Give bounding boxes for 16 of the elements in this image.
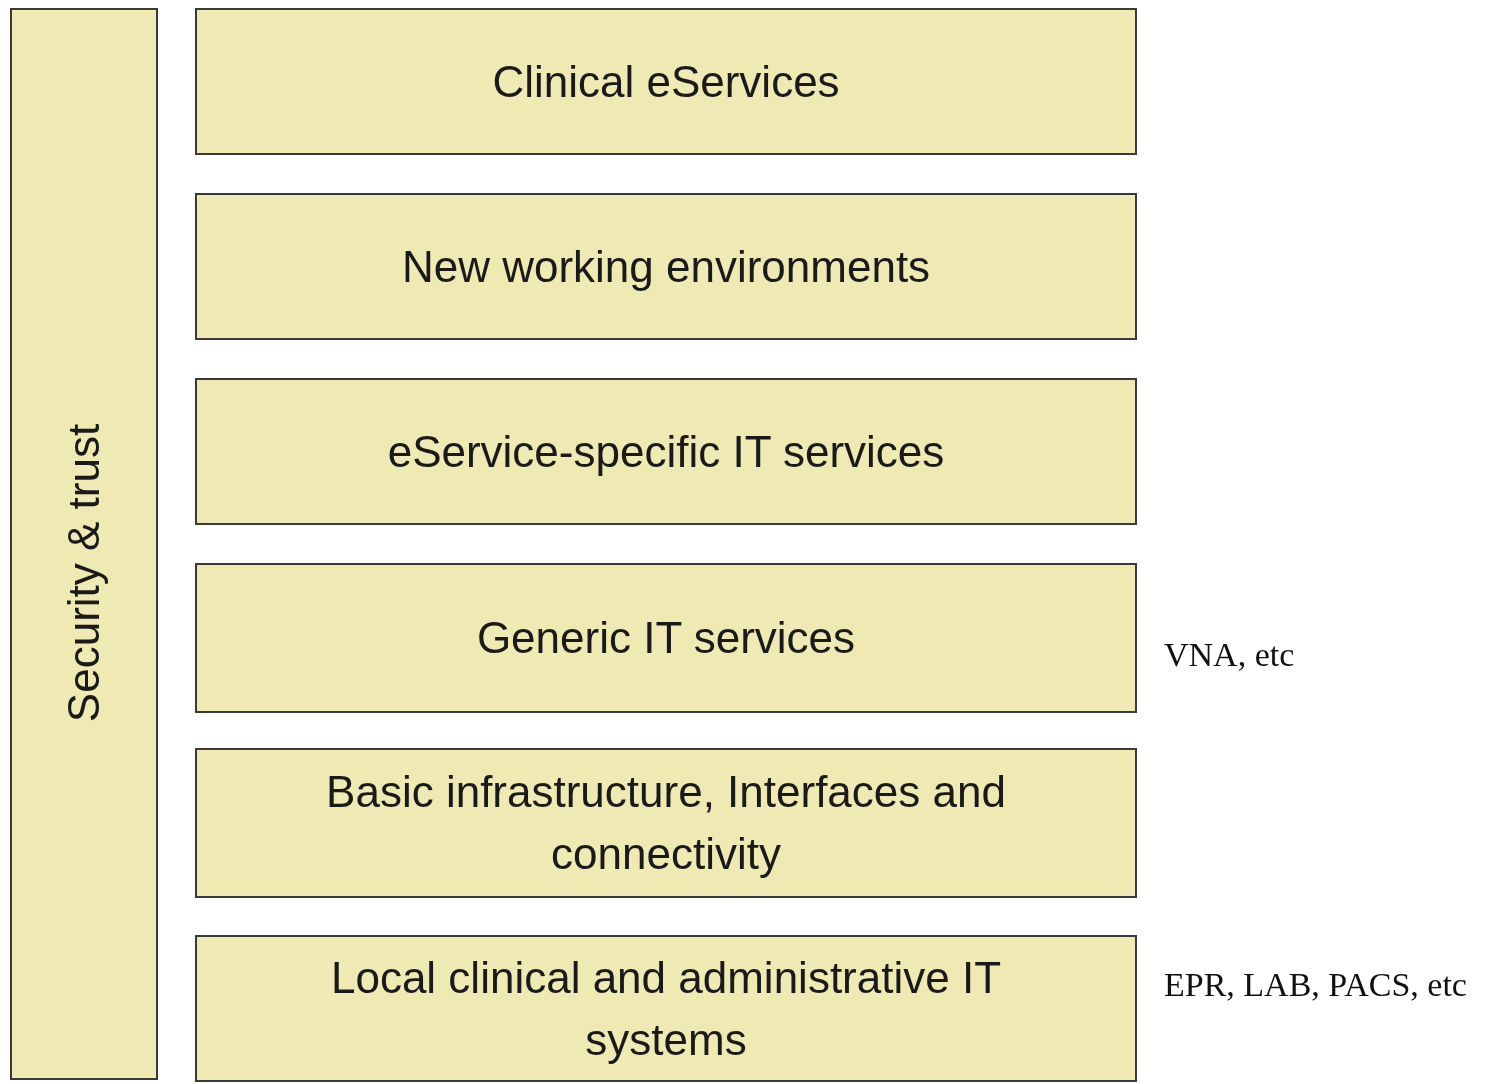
- layer-label: eService-specific IT services: [387, 425, 945, 478]
- layer-box: [195, 563, 1137, 713]
- layer-label: Clinical eServices: [492, 55, 840, 108]
- layer-box: [195, 378, 1137, 525]
- layer-label: Generic IT services: [476, 612, 856, 664]
- side-note: EPR, LAB, PACS, etc: [1164, 965, 1468, 1005]
- layer-label: Local clinical and administrative IT systems: [329, 951, 1003, 1066]
- layer-box: [195, 8, 1137, 155]
- side-note: VNA, etc: [1164, 635, 1296, 675]
- layer-label: Basic infrastructure, Interfaces and connectivity: [326, 766, 1006, 880]
- layer-label: New working environments: [401, 240, 931, 293]
- side-bar: [10, 8, 158, 1080]
- layer-box: [195, 193, 1137, 340]
- layer-box: [195, 748, 1137, 898]
- layer-box: [195, 935, 1137, 1082]
- bar-label: Security & trust: [58, 423, 109, 723]
